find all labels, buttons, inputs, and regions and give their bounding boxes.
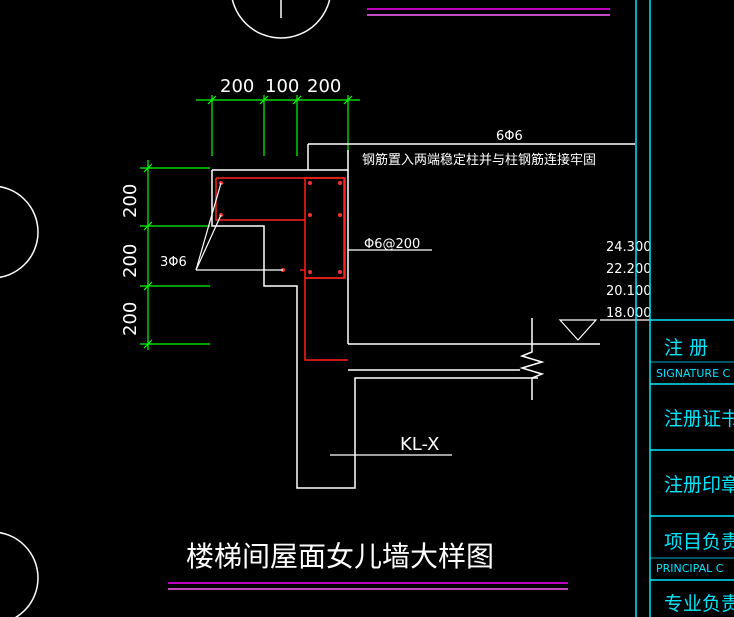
- tb-row-5-label: 专业负责人: [664, 593, 734, 615]
- axis-bubble-left-1: [0, 185, 39, 279]
- dim-top-2: 100: [265, 76, 299, 97]
- axis-bubble-left-2: [0, 531, 39, 617]
- dim-left-1: 200: [120, 184, 141, 218]
- level-2: 22.200: [606, 262, 652, 277]
- title-block: [635, 0, 734, 617]
- label-stirrup: Φ6@200: [364, 237, 420, 252]
- tb-row-1-label: 注 册: [664, 337, 708, 359]
- tb-row-1-sub: SIGNATURE C: [656, 367, 731, 380]
- drawing-title: 楼梯间屋面女儿墙大样图: [186, 540, 494, 573]
- dim-left-3: 200: [120, 302, 141, 336]
- dim-top-1: 200: [220, 76, 254, 97]
- level-1: 24.300: [606, 240, 652, 255]
- axis-bubble-top: [231, 0, 331, 39]
- rebar-cage: [215, 177, 348, 361]
- tb-row-3-label: 注册印章号: [664, 474, 734, 496]
- title-underline: [168, 582, 568, 590]
- tb-row-4-sub: PRINCIPAL C: [656, 562, 724, 575]
- level-marker: [558, 319, 650, 341]
- level-3: 20.100: [606, 284, 652, 299]
- grid-axis-bubbles: [0, 0, 331, 617]
- parapet-outline: [211, 143, 635, 489]
- leader-lines: [195, 182, 452, 456]
- tb-row-2-label: 注册证书号: [664, 408, 734, 430]
- left-dimension-lines: [140, 160, 210, 350]
- rebar-dots: [219, 181, 342, 274]
- tb-row-4-label: 项目负责人: [664, 531, 734, 553]
- label-top-bar: 6Φ6: [496, 129, 523, 144]
- header-underline: [367, 8, 610, 16]
- label-top-note: 钢筋置入两端稳定柱并与柱钢筋连接牢固: [362, 152, 596, 168]
- label-corner-bars: 3Φ6: [160, 255, 187, 270]
- dim-left-2: 200: [120, 244, 141, 278]
- top-dimension-lines: [196, 95, 360, 156]
- label-beam: KL-X: [400, 434, 439, 455]
- dim-top-3: 200: [307, 76, 341, 97]
- level-4: 18.000: [606, 306, 652, 321]
